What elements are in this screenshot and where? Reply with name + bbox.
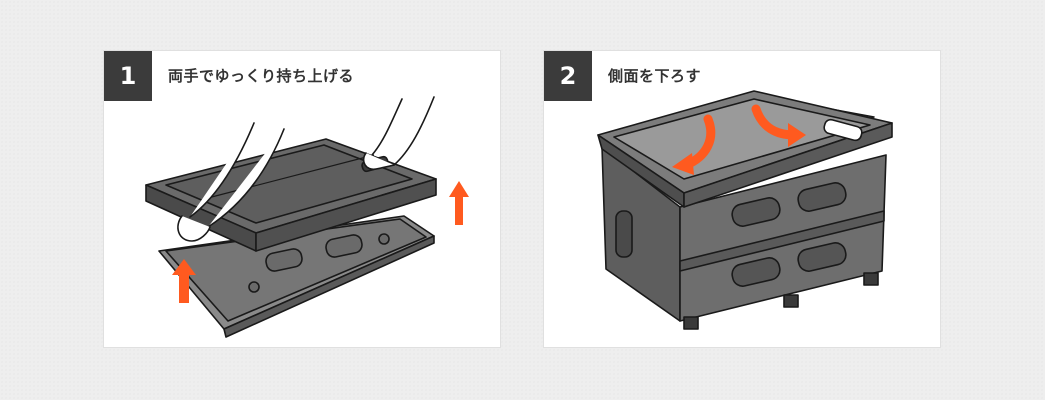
step-number-badge: 2: [544, 51, 592, 101]
curved-arrow-icon: [788, 123, 806, 147]
step-title: 両手でゆっくり持ち上げる: [168, 67, 355, 85]
step-2-illustration: [597, 90, 893, 330]
curved-arrow-icon: [672, 153, 694, 175]
step-card-2: 2 側面を下ろす: [543, 50, 941, 348]
arrow-up-icon: [172, 259, 196, 303]
step-title: 側面を下ろす: [608, 67, 702, 85]
step-number-badge: 1: [104, 51, 152, 101]
hands: [177, 96, 435, 242]
step-1-illustration: [145, 96, 469, 338]
folded-tray: [158, 215, 435, 338]
step-card-1: 1 両手でゆっくり持ち上げる: [103, 50, 501, 348]
crate: [597, 90, 893, 330]
arrow-up-icon: [449, 181, 469, 225]
